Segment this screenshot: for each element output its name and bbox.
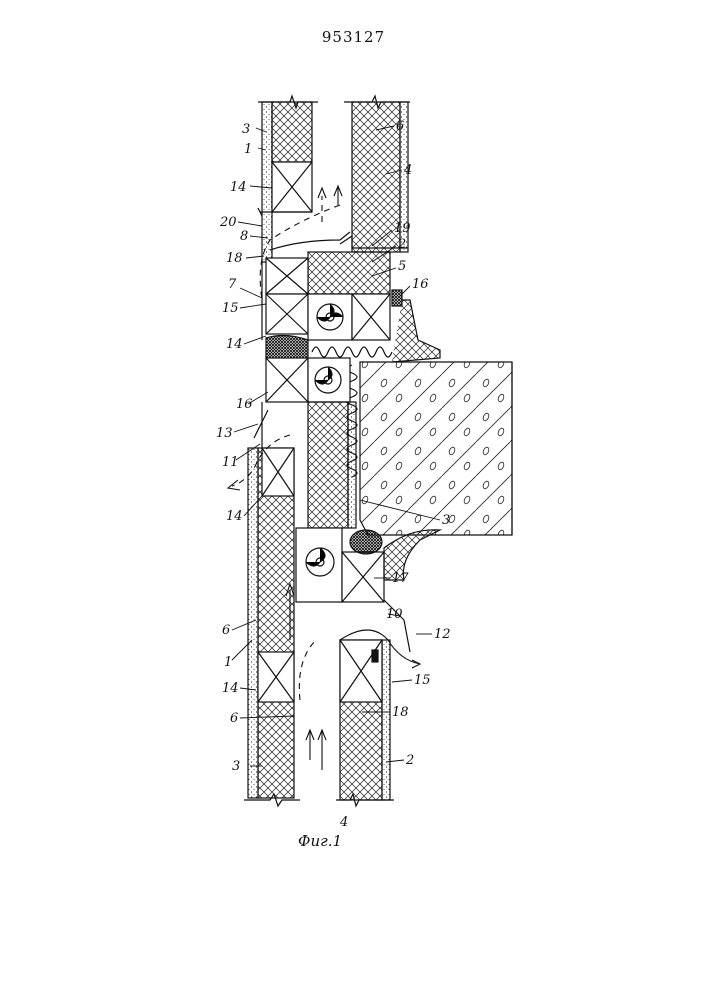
label-16-left: 16 bbox=[236, 397, 253, 412]
label-10: 10 bbox=[386, 607, 403, 622]
label-7: 7 bbox=[228, 277, 237, 292]
figure-caption: Фиг.1 bbox=[298, 832, 342, 850]
label-16-right: 16 bbox=[412, 277, 429, 292]
label-5: 5 bbox=[398, 259, 406, 274]
label-6-bottom: 6 bbox=[230, 711, 238, 726]
label-12: 12 bbox=[434, 627, 451, 642]
label-2-upper: 2 bbox=[397, 237, 406, 252]
label-13: 13 bbox=[216, 426, 233, 441]
label-15-right: 15 bbox=[414, 673, 431, 688]
label-19: 19 bbox=[394, 221, 411, 236]
label-20: 20 bbox=[219, 215, 237, 230]
label-8: 8 bbox=[240, 229, 248, 244]
label-14-lower: 14 bbox=[226, 509, 243, 524]
label-3-slab: 3 bbox=[442, 513, 450, 528]
label-14-mid: 14 bbox=[226, 337, 243, 352]
label-11: 11 bbox=[222, 455, 239, 470]
label-6-top: 6 bbox=[396, 119, 404, 134]
label-6-left: 6 bbox=[222, 623, 230, 638]
label-2-lower: 2 bbox=[405, 753, 414, 768]
label-4-bottom: 4 bbox=[339, 815, 348, 830]
label-4-top: 4 bbox=[403, 163, 412, 178]
label-14-top: 14 bbox=[230, 180, 247, 195]
label-3-bottom: 3 bbox=[232, 759, 240, 774]
label-1-top: 1 bbox=[244, 142, 252, 157]
label-15-left: 15 bbox=[222, 301, 239, 316]
label-14-bottom: 14 bbox=[222, 681, 239, 696]
label-1-lower: 1 bbox=[224, 655, 232, 670]
label-3-top: 3 bbox=[242, 122, 250, 137]
label-18-right: 18 bbox=[392, 705, 409, 720]
label-18-left: 18 bbox=[226, 251, 243, 266]
upper-wall-panel bbox=[258, 96, 410, 262]
label-17: 17 bbox=[392, 571, 409, 586]
